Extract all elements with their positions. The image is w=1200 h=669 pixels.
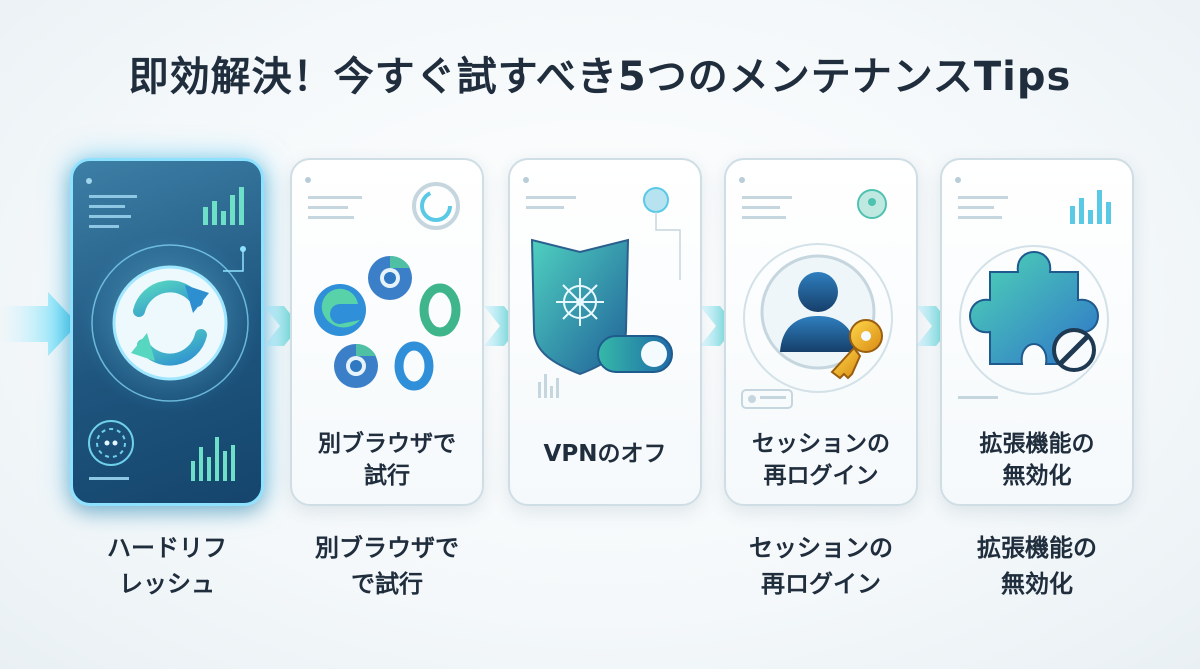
tip-card-other-browser[interactable]: 別ブラウザで 試行 [290,158,484,506]
card-caption: 別ブラウザで で試行 [315,534,459,598]
incoming-arrow-icon [0,292,78,356]
refresh-icon [131,280,209,366]
card-label: セッションの 再ログイン [752,431,890,489]
card-label: 拡張機能の 無効化 [979,431,1095,489]
vpn-shield-icon [530,238,673,376]
card-illustration [523,177,681,398]
tip-card-disable-extensions[interactable]: 拡張機能の 無効化 [940,158,1134,506]
tip-card-relogin[interactable]: セッションの 再ログイン [724,158,918,506]
card-label: VPNのオフ [543,441,667,467]
tip-card-hard-refresh[interactable] [70,158,264,506]
card-illustration [80,178,260,481]
browsers-icon [314,255,461,391]
card-label: 別ブラウザで 試行 [318,431,456,489]
user-key-icon [760,254,883,380]
card-illustration [305,177,461,391]
card-caption: 拡張機能の 無効化 [977,534,1097,598]
card-caption: セッションの 再ログイン [749,534,893,598]
puzzle-icon [968,250,1100,372]
tip-card-vpn-off[interactable]: VPNのオフ [508,158,702,506]
card-caption: ハードリフ レッシュ [107,534,227,598]
card-illustration [955,177,1111,399]
page-title: 即効解決！今すぐ試すべき5つのメンテナンスTips [128,54,1072,100]
card-illustration [739,177,893,409]
